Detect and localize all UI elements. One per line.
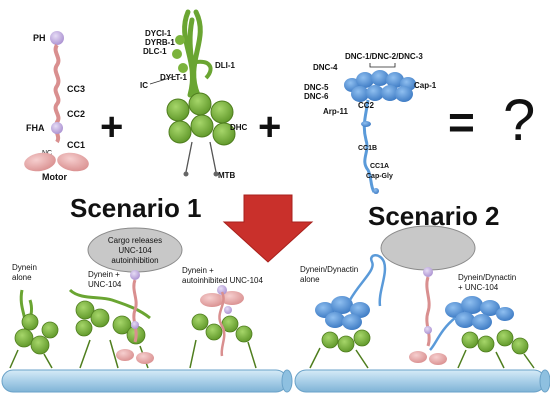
label-arp11: Arp-11: [323, 107, 348, 116]
label-dynein-unc104-l1: Dynein +: [88, 270, 120, 279]
microtubule-left: [1, 369, 288, 393]
label-cc1: CC1: [67, 140, 85, 150]
cargo-bubble-right: [380, 225, 476, 271]
label-dnc6: DNC-6: [304, 92, 329, 101]
label-cc1a: CC1A: [370, 163, 389, 170]
dlc-blob: [172, 49, 182, 59]
label-dnc5: DNC-5: [304, 83, 329, 92]
label-dli1: DLI-1: [215, 61, 236, 70]
dynein-tail: [182, 9, 203, 103]
label-motor: Motor: [42, 172, 67, 182]
kinesin-unc104: PH CC3 CC2 FHA CC1 NC Motor: [24, 31, 89, 182]
label-dlc1: DLC-1: [143, 47, 167, 56]
mt-left-end: [281, 369, 293, 393]
label-dd-alone-l2: alone: [300, 275, 320, 284]
ph-domain: [50, 31, 64, 45]
down-arrow: [222, 194, 314, 263]
cargo-bubble-l1: Cargo releases: [108, 236, 162, 245]
light-intermediate-chain: [195, 59, 213, 80]
label-autoinhibited-l2: autoinhibited UNC-104: [182, 276, 263, 285]
label-cap1: Cap-1: [414, 81, 437, 90]
dynactin-filament: [344, 70, 416, 102]
capgly-domain: [373, 188, 379, 194]
plus-sign-1: +: [100, 105, 123, 149]
dynein-dynactin-alone: [309, 254, 387, 369]
label-dynein-alone-l2: alone: [12, 273, 32, 282]
motor-head-left: [24, 152, 56, 172]
mtb-right: [213, 171, 219, 177]
label-cc2-dynactin: CC2: [358, 101, 375, 110]
label-capgly: Cap-Gly: [366, 173, 393, 180]
label-dnc4: DNC-4: [313, 63, 338, 72]
cargo-bubble-l2: UNC-104: [118, 246, 152, 255]
active-unc104: [116, 270, 154, 364]
dynein-stalks: [185, 141, 217, 173]
label-dynein-unc104-l2: UNC-104: [88, 280, 122, 289]
label-fha: FHA: [26, 123, 45, 133]
p150-arm: [362, 99, 376, 193]
equals-sign: =: [448, 96, 475, 148]
label-dyci1: DYCI-1: [145, 29, 172, 38]
label-dd-unc104-l2: + UNC-104: [458, 283, 499, 292]
dhc-ring: [166, 92, 236, 146]
dynein-complex: DYCI-1 DYRB-1 DLC-1 DYLT-1 IC DLI-1 DHC …: [140, 9, 248, 180]
dnc-bracket: [369, 63, 396, 68]
label-autoinhibited-l1: Dynein +: [182, 266, 214, 275]
dynein-autoinhibited: [189, 285, 257, 369]
question-mark: ?: [503, 88, 535, 153]
label-cc3: CC3: [67, 84, 85, 94]
label-dhc: DHC: [230, 123, 248, 132]
cc2-blob: [361, 121, 371, 127]
dynactin-complex: DNC-1/DNC-2/DNC-3 DNC-4 DNC-5 DNC-6 Cap-…: [304, 52, 437, 194]
dyci-blob: [175, 35, 185, 45]
dynein-unc104-complex: [68, 288, 151, 369]
cargo-bubble-l3: autoinhibition: [111, 256, 158, 265]
ic-pointer: [149, 75, 177, 85]
mtb-left: [183, 171, 189, 177]
plus-sign-2: +: [258, 105, 281, 149]
fha-domain: [51, 122, 63, 134]
dynein-dynactin-unc104: [429, 296, 535, 369]
dylt-blob: [178, 63, 188, 73]
label-dnc123: DNC-1/DNC-2/DNC-3: [345, 52, 423, 61]
scenario1-title: Scenario 1: [70, 193, 202, 223]
label-dd-unc104-l1: Dynein/Dynactin: [458, 273, 516, 282]
label-ic: IC: [140, 81, 148, 90]
label-cc2: CC2: [67, 109, 85, 119]
label-dd-alone-l1: Dynein/Dynactin: [300, 265, 358, 274]
label-dylt1: DYLT-1: [160, 73, 188, 82]
dynein-alone-left: [9, 289, 59, 369]
label-dynein-alone-l1: Dynein: [12, 263, 37, 272]
label-mtb: MTB: [218, 171, 236, 180]
mt-right-end: [539, 369, 550, 393]
label-ph: PH: [33, 33, 46, 43]
label-dyrb1: DYRB-1: [145, 38, 175, 47]
label-cc1b: CC1B: [358, 145, 377, 152]
unc104-right: [409, 267, 447, 365]
motor-head-right: [57, 152, 89, 172]
microtubule-right: [294, 369, 546, 393]
